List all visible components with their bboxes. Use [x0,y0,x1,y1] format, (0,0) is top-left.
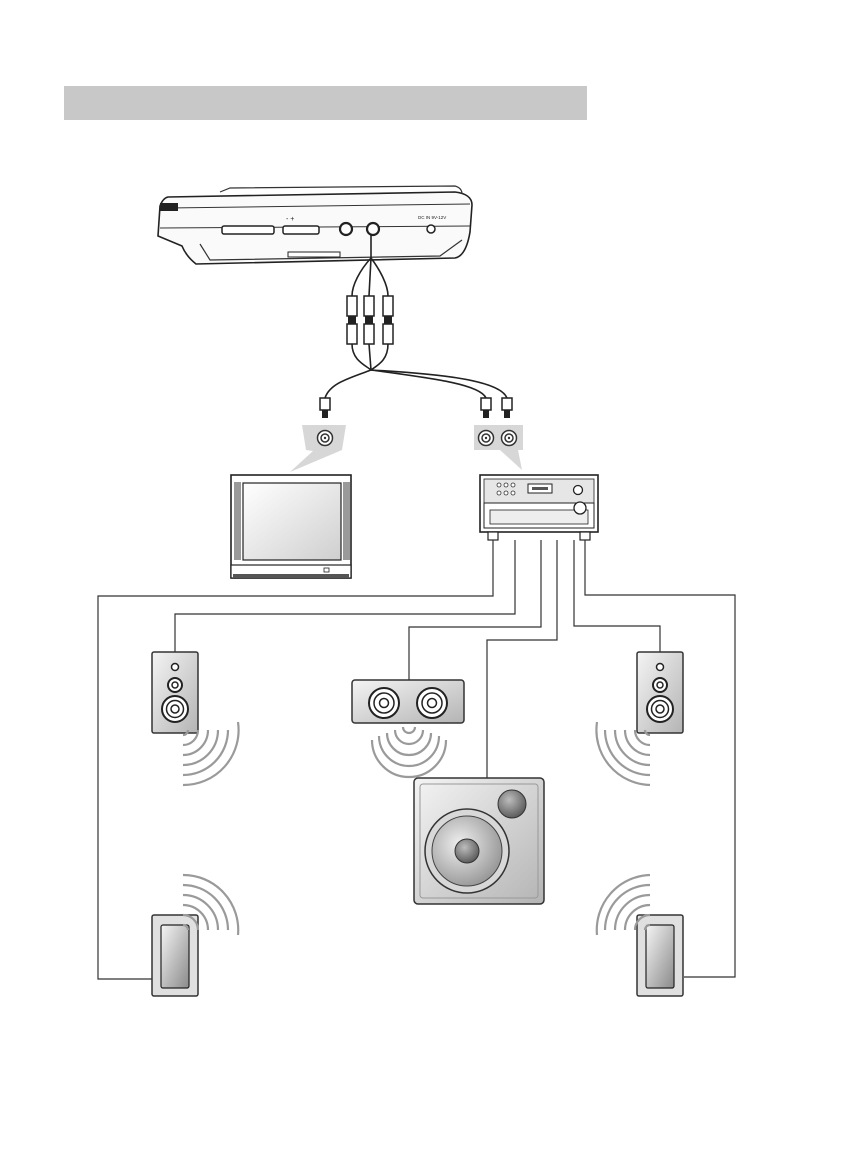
card-slot [221,225,275,235]
speaker-wires [97,540,736,980]
rca-plug-audio-left [363,295,375,345]
front-right-speaker [636,651,684,734]
headphone-jack [338,221,354,237]
dc-in-label: DC IN 9V-12V [418,215,446,220]
center-speaker [351,679,465,724]
portable-dvd-player: - + DC IN 9V-12V [157,185,473,265]
amplifier-buttons [496,482,516,496]
volume-label: - + [286,216,294,223]
plug-to-tv [319,397,331,418]
tv-screen [242,482,342,561]
amplifier-knob [572,484,584,496]
amplifier-volume-knob [573,501,587,515]
av-amplifier [479,474,599,541]
header-bar-fill [64,86,587,120]
sound-waves-front-left [182,721,240,787]
dc-in-jack [426,224,436,234]
tv-video-input-callout [290,425,346,472]
front-left-speaker [151,651,199,734]
av-out-jack [365,221,381,237]
av-cable [319,235,513,418]
rear-left-speaker [151,914,199,997]
sound-waves-rear-left [182,873,240,936]
subwoofer [413,777,545,905]
television [230,474,352,579]
plug-to-amplifier-left [480,397,492,418]
sound-waves-rear-right [595,873,651,936]
sound-waves-center [370,726,448,779]
rca-plug-audio-right [382,295,394,345]
sound-waves-front-right [595,721,651,787]
volume-slider [282,225,320,235]
rear-right-speaker [636,914,684,997]
rca-plug-video [346,295,358,345]
plug-to-amplifier-right [501,397,513,418]
amplifier-audio-input-callout [474,425,523,470]
